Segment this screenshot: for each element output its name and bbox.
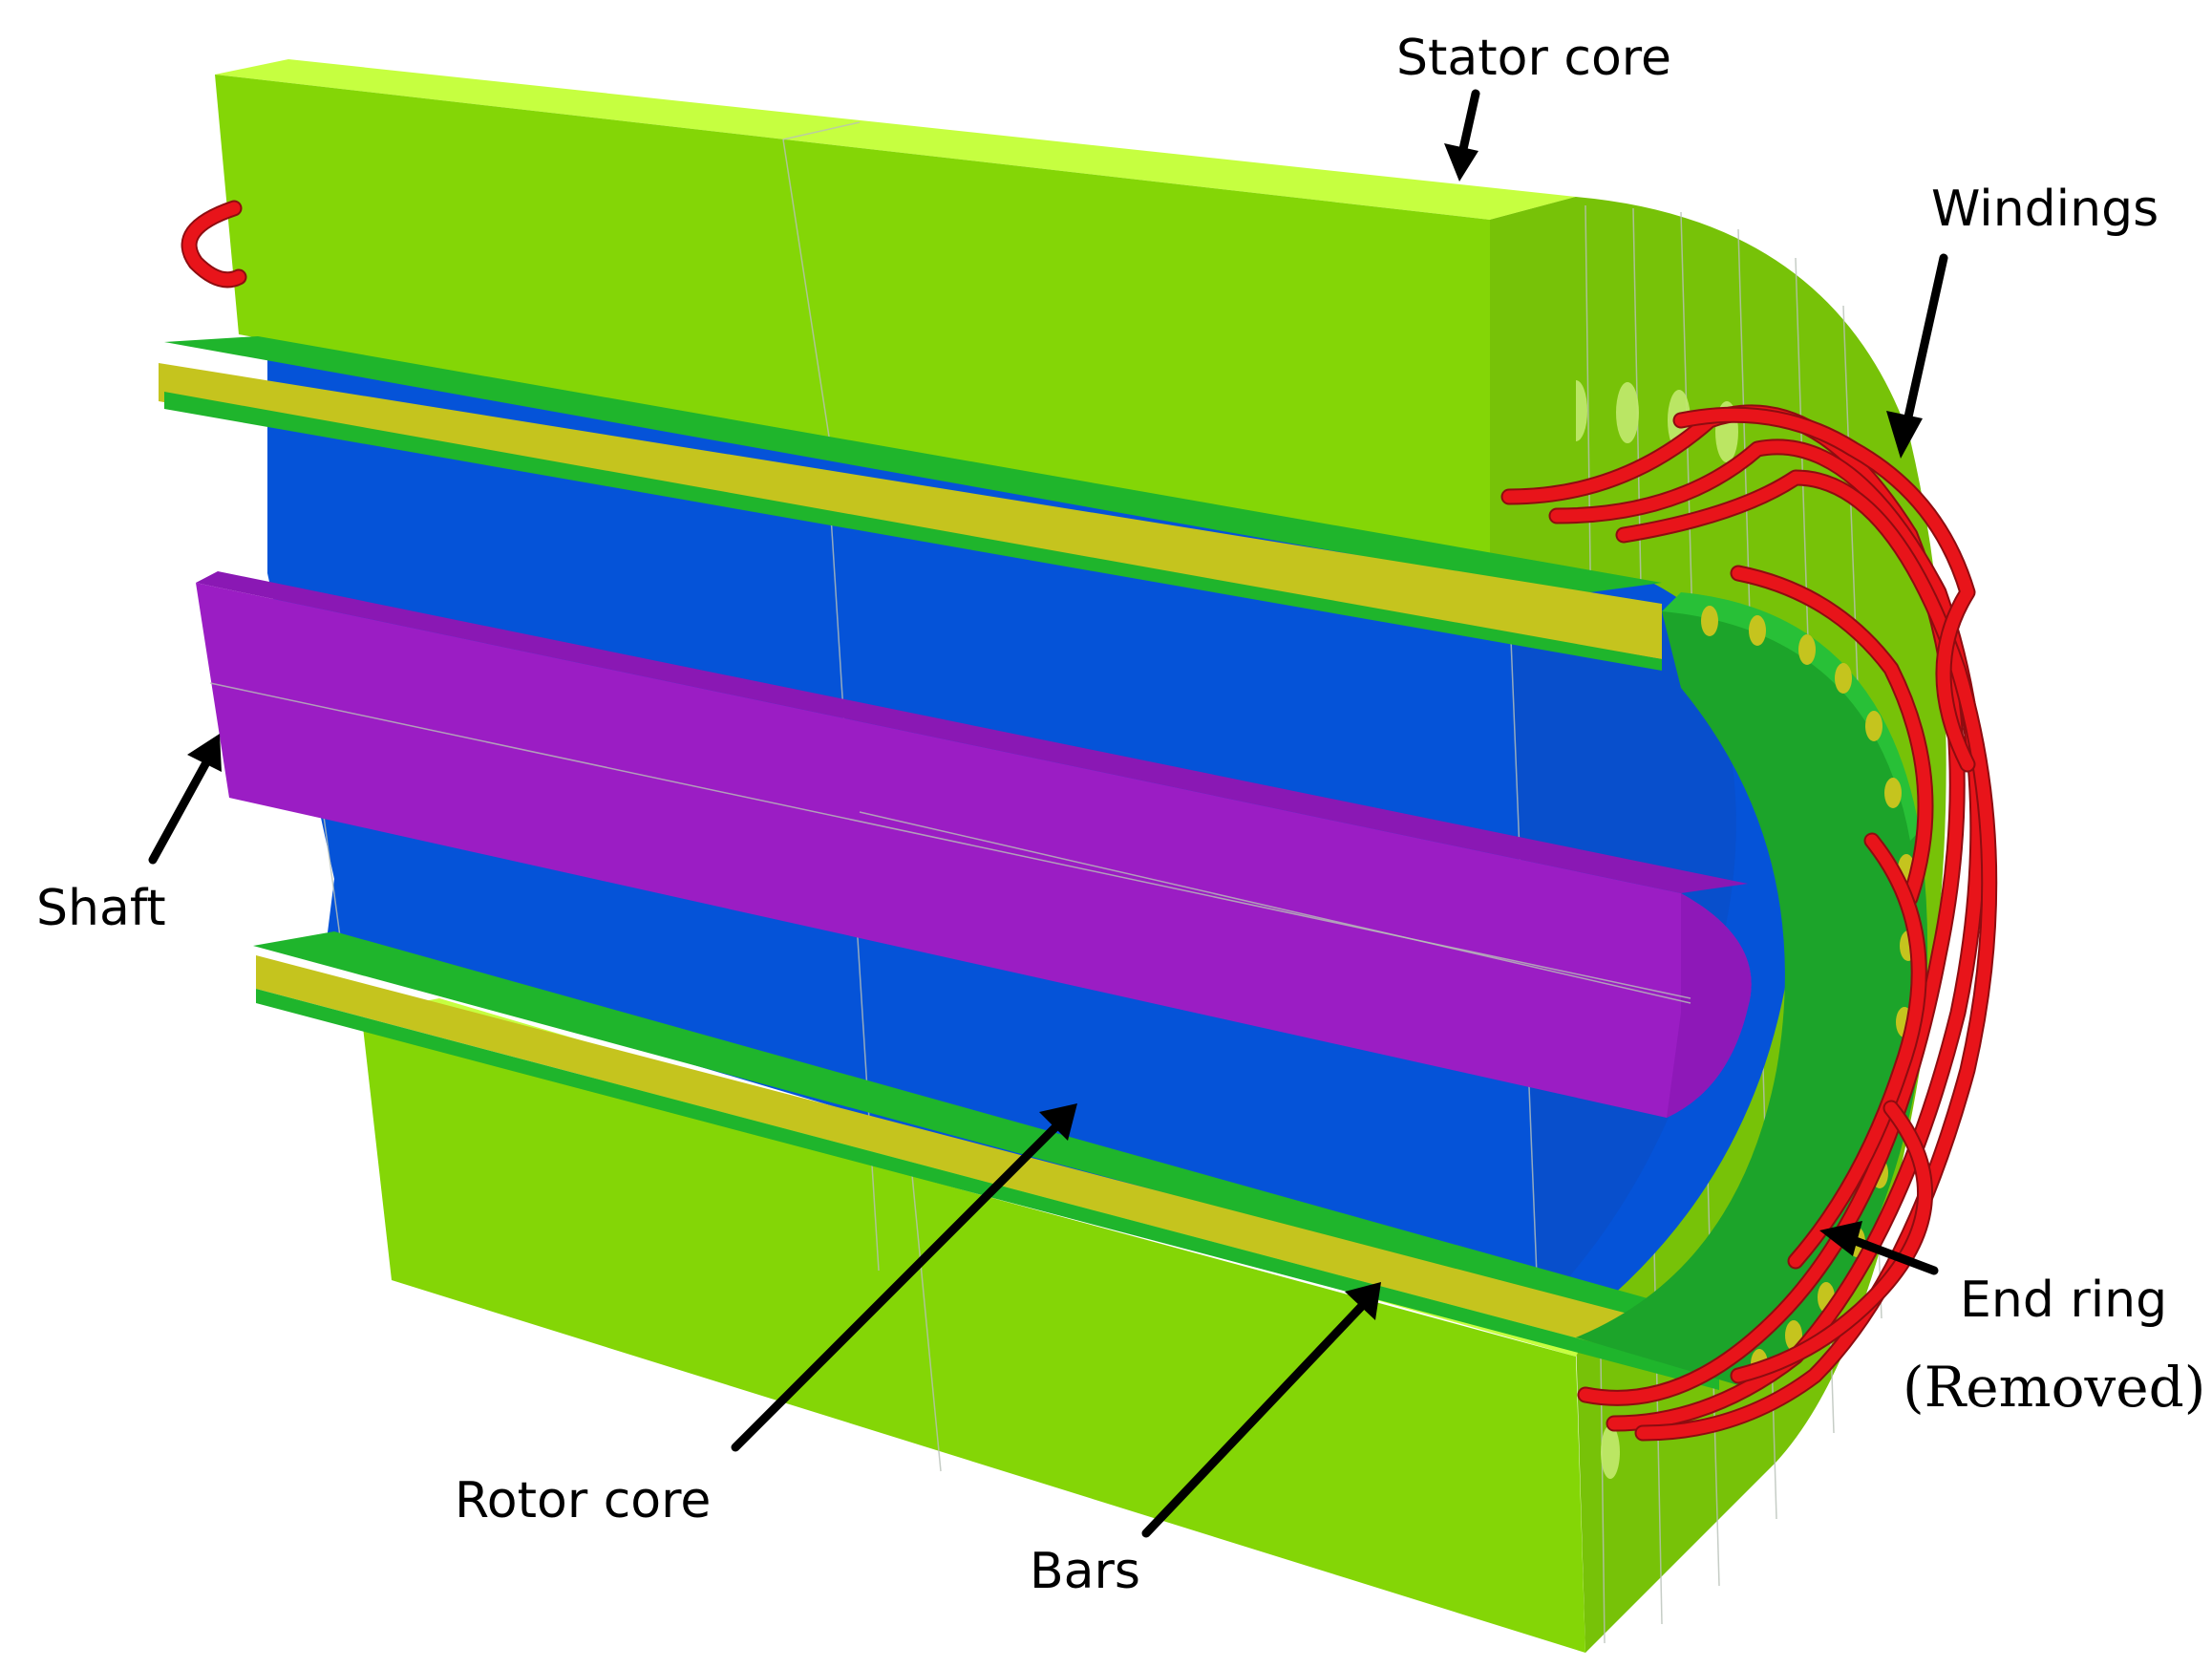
shaft <box>196 571 1752 1118</box>
label-bars: Bars <box>1030 1543 1140 1600</box>
label-rotor-core: Rotor core <box>455 1472 711 1529</box>
arrow-rotor-core <box>731 1123 1060 1452</box>
arrow-bars <box>1141 1302 1366 1538</box>
label-shaft: Shaft <box>36 880 166 937</box>
label-end-ring-note: (Removed) <box>1903 1355 2205 1420</box>
label-stator-core: Stator core <box>1396 30 1671 87</box>
windings <box>181 200 1998 1442</box>
arrow-stator-core <box>1457 89 1480 162</box>
stator-core-top <box>215 59 1576 564</box>
arrow-end-ring <box>1848 1235 1939 1275</box>
label-windings: Windings <box>1931 181 2159 238</box>
arrow-shaft <box>148 759 210 865</box>
annotation-arrows <box>148 89 1948 1538</box>
label-end-ring: End ring <box>1960 1272 2167 1329</box>
rotor-bar-top <box>159 336 1662 671</box>
arrow-windings <box>1901 253 1948 435</box>
